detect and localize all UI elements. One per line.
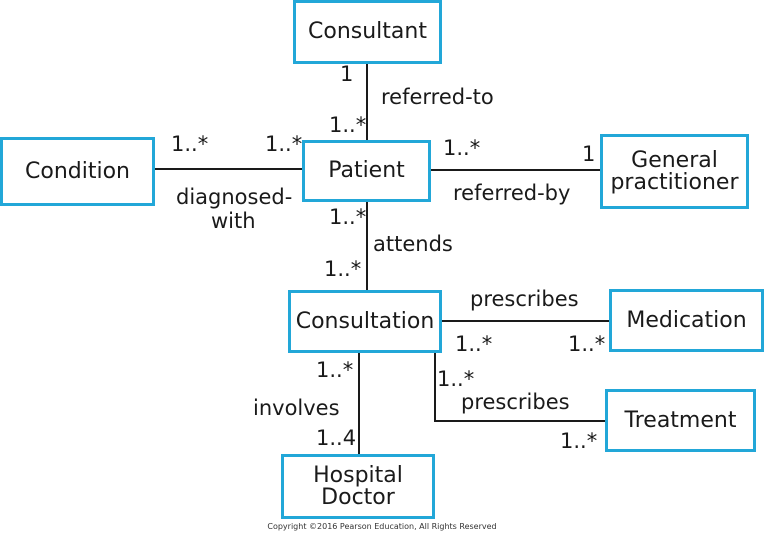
label-involves: involves	[253, 396, 340, 420]
entity-gp-label-line1: General	[631, 147, 718, 173]
mult-treatment-end: 1..*	[560, 429, 598, 453]
entity-hd-label-line1: Hospital	[313, 462, 403, 488]
entity-consultation-label: Consultation	[295, 308, 435, 334]
consultation-treatment-line-vertical	[434, 352, 436, 422]
label-diagnosed-with-line2: with	[211, 209, 256, 233]
label-referred-to: referred-to	[381, 85, 494, 109]
condition-patient-line	[153, 168, 302, 170]
mult-consultant-end: 1	[340, 62, 354, 86]
consultant-patient-line	[366, 64, 368, 142]
entity-patient-label: Patient	[328, 158, 405, 183]
entity-condition[interactable]: Condition	[0, 137, 155, 206]
entity-condition-label: Condition	[25, 158, 130, 184]
mult-patient-end-gp: 1..*	[443, 136, 481, 160]
copyright-notice: Copyright ©2016 Pearson Education, All R…	[267, 522, 497, 531]
entity-medication-label: Medication	[626, 307, 747, 333]
consultation-treatment-line-horizontal	[434, 420, 606, 422]
consultation-doctor-line	[358, 352, 360, 456]
mult-consultation-end-patient: 1..*	[324, 257, 362, 281]
mult-gp-end: 1	[582, 142, 596, 166]
mult-doctor-end: 1..4	[316, 426, 357, 450]
mult-patient-end-condition: 1..*	[265, 132, 303, 156]
entity-general-practitioner[interactable]: General practitioner	[600, 134, 749, 209]
label-referred-by: referred-by	[453, 181, 571, 205]
mult-consultation-end-medication: 1..*	[455, 332, 493, 356]
mult-patient-end-consultant: 1..*	[329, 113, 367, 137]
entity-treatment[interactable]: Treatment	[605, 389, 756, 452]
entity-patient[interactable]: Patient	[302, 140, 431, 202]
mult-condition-end: 1..*	[171, 132, 209, 156]
entity-treatment-label: Treatment	[624, 407, 737, 433]
entity-hospital-doctor[interactable]: Hospital Doctor	[281, 454, 435, 519]
label-prescribes-medication: prescribes	[470, 287, 579, 311]
entity-consultation[interactable]: Consultation	[288, 290, 442, 353]
consultation-medication-line	[440, 320, 610, 322]
entity-consultant[interactable]: Consultant	[293, 0, 442, 64]
entity-hd-label-line2: Doctor	[321, 484, 395, 510]
label-prescribes-treatment: prescribes	[461, 390, 570, 414]
patient-gp-line	[430, 169, 602, 171]
entity-consultant-label: Consultant	[308, 19, 427, 44]
label-attends: attends	[373, 232, 453, 256]
entity-gp-label-line2: practitioner	[610, 169, 739, 195]
mult-medication-end: 1..*	[568, 332, 606, 356]
mult-patient-end-consultation: 1..*	[329, 205, 367, 229]
patient-consultation-line	[366, 200, 368, 292]
mult-consultation-end-treatment: 1..*	[437, 367, 475, 391]
mult-consultation-end-doctor: 1..*	[316, 358, 354, 382]
label-diagnosed-with-line1: diagnosed-	[176, 185, 293, 209]
entity-medication[interactable]: Medication	[609, 289, 764, 352]
